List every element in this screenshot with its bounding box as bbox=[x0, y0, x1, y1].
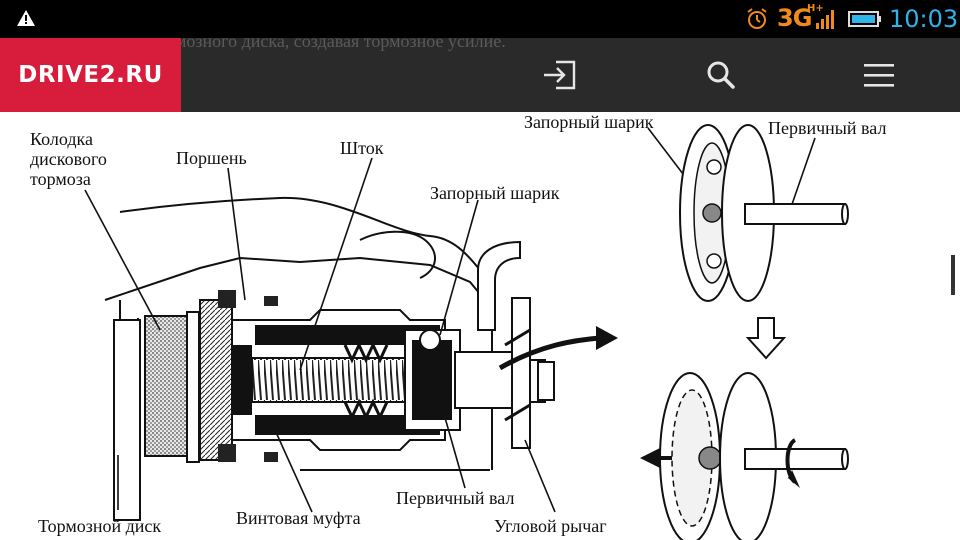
label-pad-line2: дискового bbox=[30, 149, 107, 169]
brake-mechanism-diagram bbox=[84, 124, 849, 540]
background-article-text: мозного диска, создавая тормозное усилие… bbox=[175, 38, 506, 51]
alarm-icon bbox=[747, 8, 767, 29]
signal-icon bbox=[816, 10, 834, 29]
menu-button[interactable] bbox=[859, 55, 899, 95]
clutch-top bbox=[679, 124, 849, 302]
leader-lines bbox=[84, 127, 816, 513]
label-screw-sleeve: Винтовая муфта bbox=[236, 508, 361, 528]
rotation-arrow bbox=[498, 326, 618, 371]
label-lock-ball-top: Запорный шарик bbox=[524, 112, 654, 132]
input-shaft-assembly bbox=[404, 329, 555, 431]
app-bar: мозного диска, создавая тормозное усилие… bbox=[0, 38, 960, 112]
network-type: 3G bbox=[777, 4, 812, 32]
login-icon bbox=[544, 60, 576, 90]
clutch-bottom bbox=[640, 372, 849, 540]
label-angle-lever: Угловой рычаг bbox=[494, 516, 607, 536]
site-logo[interactable]: DRIVE2.RU bbox=[0, 38, 181, 112]
label-input-shaft-top: Первичный вал bbox=[768, 118, 887, 138]
battery-icon bbox=[848, 11, 881, 27]
status-bar: 3G H+ 10:03 bbox=[0, 0, 960, 38]
login-button[interactable] bbox=[539, 55, 579, 95]
label-lock-ball-main: Запорный шарик bbox=[430, 183, 560, 203]
label-input-shaft-main: Первичный вал bbox=[396, 488, 515, 508]
clock: 10:03 bbox=[889, 5, 959, 33]
piston bbox=[199, 290, 278, 462]
menu-icon bbox=[864, 64, 894, 87]
label-brake-disc: Тормозной диск bbox=[38, 516, 162, 536]
label-pad-line3: тормоза bbox=[30, 169, 91, 189]
search-button[interactable] bbox=[701, 55, 741, 95]
spring bbox=[343, 341, 389, 421]
brake-pad bbox=[144, 311, 200, 463]
screw-rod bbox=[251, 357, 413, 403]
network-subtype: H+ bbox=[807, 3, 824, 14]
transition-down-arrow bbox=[745, 317, 787, 360]
label-pad-line1: Колодка bbox=[30, 129, 93, 149]
label-rod: Шток bbox=[340, 138, 384, 158]
label-piston: Поршень bbox=[176, 148, 247, 168]
angle-lever bbox=[477, 240, 531, 449]
search-icon bbox=[707, 61, 735, 89]
article-image: Колодка дискового тормоза Поршень Шток З… bbox=[0, 112, 960, 540]
scrollbar[interactable] bbox=[951, 255, 955, 295]
warning-icon bbox=[17, 10, 35, 26]
